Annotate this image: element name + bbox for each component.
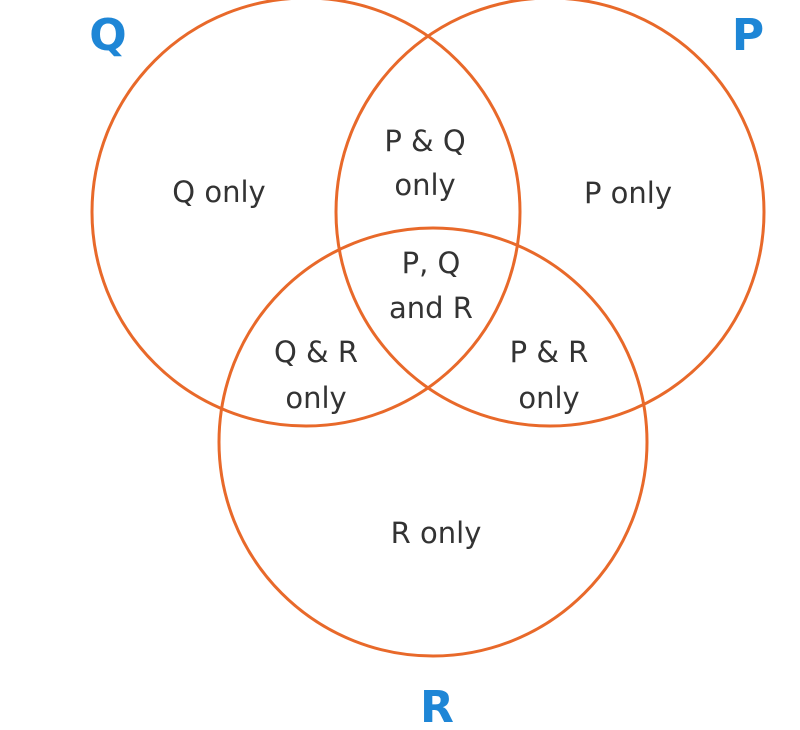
circle-r [217,226,649,658]
region-pr-line2: only [518,381,579,415]
circle-q [90,0,522,428]
region-qr-line1: Q & R [274,335,358,369]
region-pq-line1: P & Q [384,124,465,158]
region-q-only: Q only [172,175,265,209]
region-pq-line2: only [394,168,455,202]
set-label-r: R [420,682,454,730]
set-label-q: Q [89,10,126,61]
set-label-p: P [732,10,764,61]
region-qr-line2: only [285,381,346,415]
region-pqr-line2: and R [389,291,473,325]
region-pqr-line1: P, Q [402,246,461,280]
region-pr-line1: P & R [510,335,589,369]
region-r-only: R only [391,516,482,550]
region-p-only: P only [584,176,672,210]
circle-p [334,0,766,428]
